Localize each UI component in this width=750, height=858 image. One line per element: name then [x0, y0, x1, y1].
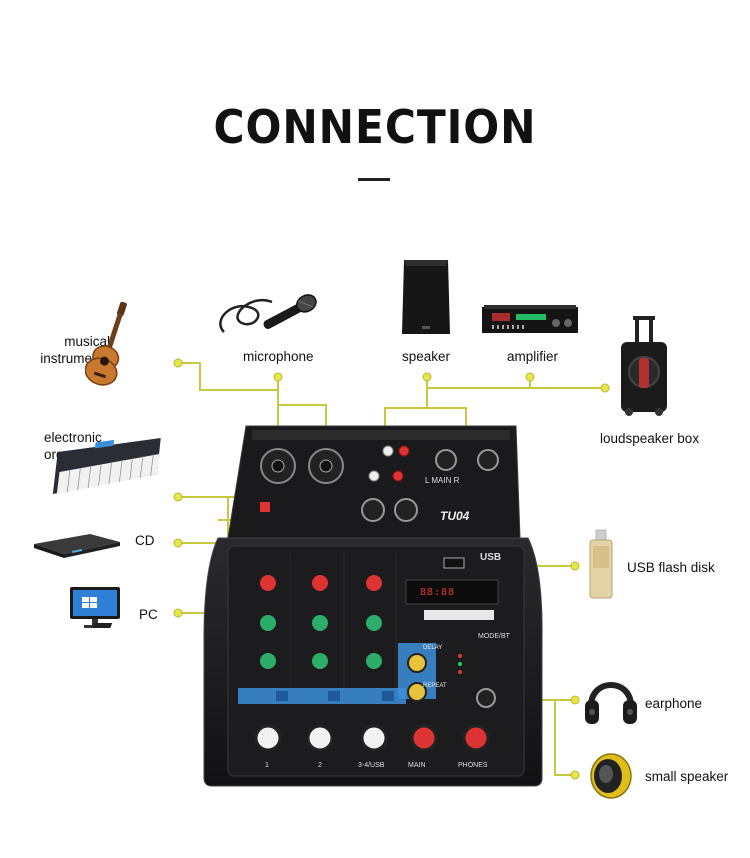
- small-speaker-icon: [590, 753, 632, 799]
- repeat-label: REPEAT: [423, 683, 447, 689]
- pc-monitor-icon: [70, 587, 120, 628]
- microphone-icon: [219, 294, 317, 333]
- label-earphone: earphone: [645, 696, 703, 711]
- loudspeaker-box-icon: [621, 316, 667, 416]
- channel-3-4-label: 3-4/USB: [358, 762, 385, 769]
- delay-label: DELAY: [423, 645, 443, 651]
- label-usb-flash-disk: USB flash disk: [627, 560, 715, 575]
- cd-player-icon: [34, 534, 120, 558]
- label-microphone: microphone: [243, 349, 314, 364]
- usb-port-label: USB: [480, 552, 502, 563]
- mixer-model: TU04: [440, 509, 470, 523]
- main-label: MAIN: [408, 762, 426, 769]
- title-underline: [358, 178, 390, 181]
- mixer-console: [203, 425, 543, 787]
- mode-bt-label: MODE/BT: [478, 633, 510, 640]
- page-title: CONNECTION: [213, 100, 537, 154]
- main-out-label: L MAIN R: [425, 476, 460, 485]
- speaker-icon: [402, 260, 450, 334]
- keyboard-icon: [52, 438, 161, 494]
- amplifier-icon: [482, 305, 578, 333]
- mixer-display: 88:88: [420, 587, 456, 598]
- label-amplifier: amplifier: [507, 349, 559, 364]
- channel-2-label: 2: [318, 762, 322, 769]
- label-pc: PC: [139, 607, 158, 622]
- earphone-icon: [585, 682, 637, 724]
- label-loudspeaker-box: loudspeaker box: [600, 431, 700, 446]
- channel-1-label: 1: [265, 762, 269, 769]
- phones-label: PHONES: [458, 762, 488, 769]
- label-cd: CD: [135, 533, 155, 548]
- guitar-icon: [85, 301, 127, 386]
- label-speaker: speaker: [402, 349, 451, 364]
- label-small-speaker: small speaker: [645, 769, 729, 784]
- usb-flash-disk-icon: [589, 529, 613, 599]
